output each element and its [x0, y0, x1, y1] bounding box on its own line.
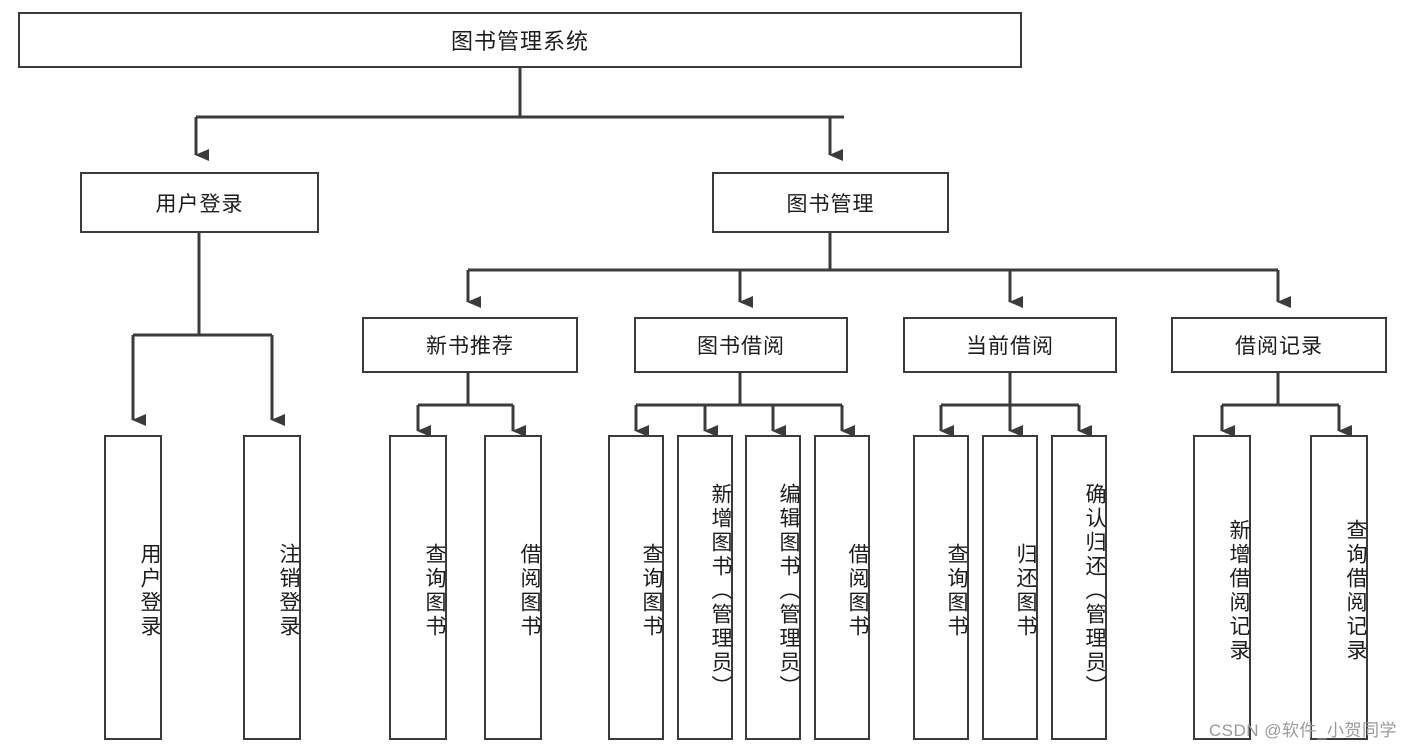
- leaf-query-borrow-record[interactable]: 查询借阅记录: [1310, 435, 1368, 740]
- node-user-login[interactable]: 用户登录: [80, 172, 319, 233]
- node-label: 查询图书: [640, 542, 663, 639]
- leaf-return-book[interactable]: 归还图书: [982, 435, 1038, 740]
- leaf-logout[interactable]: 注销登录: [243, 435, 301, 740]
- node-label: 新书推荐: [426, 335, 514, 358]
- node-book-management[interactable]: 图书管理: [712, 172, 949, 233]
- node-label: 查询借阅记录: [1344, 518, 1367, 663]
- leaf-user-login[interactable]: 用户登录: [104, 435, 162, 740]
- node-label: 归还图书: [1014, 542, 1037, 639]
- node-label: 确认归还（管理员）: [1083, 482, 1106, 699]
- node-label: 新增图书（管理员）: [709, 482, 732, 699]
- node-label: 当前借阅: [966, 335, 1054, 358]
- leaf-borrow-book[interactable]: 借阅图书: [814, 435, 870, 740]
- node-book-borrow[interactable]: 图书借阅: [634, 317, 848, 373]
- leaf-add-borrow-record[interactable]: 新增借阅记录: [1193, 435, 1251, 740]
- node-label: 用户登录: [138, 542, 161, 639]
- leaf-query-book-borrow[interactable]: 查询图书: [608, 435, 664, 740]
- leaf-edit-book-admin[interactable]: 编辑图书（管理员）: [745, 435, 801, 740]
- leaf-add-book-admin[interactable]: 新增图书（管理员）: [677, 435, 733, 740]
- leaf-query-book-recommend[interactable]: 查询图书: [389, 435, 447, 740]
- node-label: 借阅记录: [1235, 335, 1323, 358]
- node-current-borrow[interactable]: 当前借阅: [903, 317, 1117, 373]
- node-label: 借阅图书: [846, 542, 869, 639]
- watermark: CSDN @软件_小贺同学: [1208, 721, 1397, 740]
- node-root-system[interactable]: 图书管理系统: [18, 12, 1022, 68]
- node-label: 注销登录: [277, 542, 300, 639]
- node-borrow-records[interactable]: 借阅记录: [1171, 317, 1387, 373]
- node-label: 图书管理系统: [450, 29, 589, 54]
- node-new-book-recommend[interactable]: 新书推荐: [362, 317, 578, 373]
- node-label: 图书管理: [786, 192, 875, 216]
- leaf-borrow-book-recommend[interactable]: 借阅图书: [484, 435, 542, 740]
- node-label: 新增借阅记录: [1227, 518, 1250, 663]
- node-label: 图书借阅: [697, 335, 785, 358]
- node-label: 编辑图书（管理员）: [777, 482, 800, 699]
- leaf-query-book-current[interactable]: 查询图书: [913, 435, 969, 740]
- node-label: 用户登录: [155, 192, 244, 216]
- node-label: 查询图书: [423, 542, 446, 639]
- node-label: 查询图书: [945, 542, 968, 639]
- node-label: 借阅图书: [518, 542, 541, 639]
- leaf-confirm-return-admin[interactable]: 确认归还（管理员）: [1051, 435, 1107, 740]
